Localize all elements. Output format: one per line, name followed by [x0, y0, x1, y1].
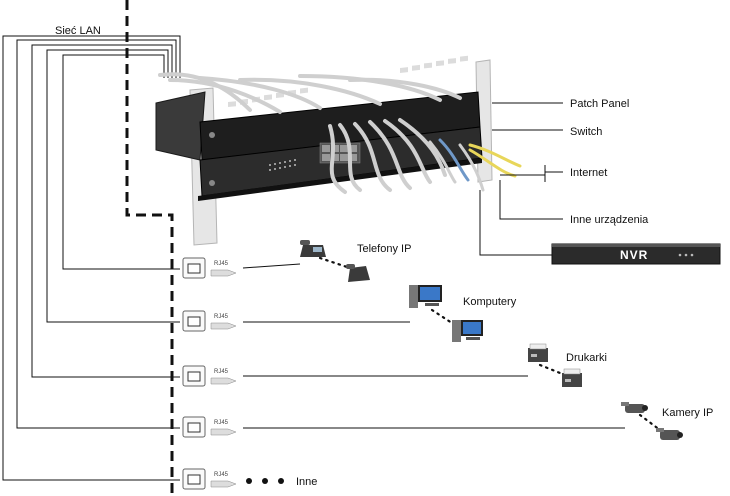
printer-icon [528, 343, 548, 362]
device-label-komputery: Komputery [463, 296, 517, 308]
computer-icon [452, 320, 483, 342]
other-devices-label: Inne urządzenia [570, 214, 649, 226]
rj45-label: RJ45 [214, 314, 229, 320]
device-lines [242, 263, 625, 429]
camera-dotted-link [638, 413, 662, 432]
rack-assembly [155, 55, 522, 246]
lan-label: Sieć LAN [55, 25, 101, 37]
rack-label-lines [479, 102, 563, 256]
nvr-label: NVR [620, 248, 648, 262]
switch-bottom-edge [198, 158, 482, 201]
printer-dotted-link [538, 363, 567, 377]
nvr-device: NVR [551, 243, 721, 265]
switch-screw-icon [209, 180, 215, 186]
rj45-socket: RJ45 [182, 257, 237, 279]
rj45-label: RJ45 [214, 369, 229, 375]
rj45-label: RJ45 [214, 472, 229, 478]
rack-box-side [155, 91, 206, 161]
patch-cables [158, 72, 462, 194]
switch-label: Switch [570, 126, 602, 138]
rj45-socket: RJ45 [182, 416, 237, 438]
device-label-telefony: Telefony IP [357, 243, 411, 255]
rj45-socket: RJ45 [182, 310, 237, 332]
rj45-socket: RJ45 [182, 365, 237, 387]
patch-panel-label: Patch Panel [570, 98, 629, 110]
device-label-drukarki: Drukarki [566, 352, 607, 364]
switch-ports [319, 142, 361, 164]
ip-camera-icon [656, 428, 683, 440]
printer-icon [562, 368, 582, 387]
wall-dashed-line [125, 0, 174, 496]
ip-camera-icon [621, 402, 648, 413]
computer-icon [409, 285, 442, 308]
computer-dotted-link [430, 308, 457, 327]
uplink-cables [428, 138, 522, 192]
rj45-plug-icon [210, 269, 237, 277]
phone-dotted-link [318, 256, 352, 270]
rj45-plug-icon [210, 322, 237, 330]
rj45-label: RJ45 [214, 420, 229, 426]
rj45-plug-icon [210, 428, 237, 436]
rj45-socket: RJ45 [182, 468, 237, 490]
dots-icon [246, 478, 284, 484]
rj45-plug-icon [210, 377, 237, 385]
ip-phone-icon [300, 240, 326, 257]
device-label-inne: Inne [296, 476, 317, 488]
ip-phone-icon [346, 264, 370, 282]
lan-cable-bundle [2, 35, 181, 481]
switch-leds [269, 159, 296, 171]
internet-label: Internet [570, 167, 607, 179]
panel-screw-icon [209, 132, 215, 138]
device-label-kamery: Kamery IP [662, 407, 713, 419]
rj45-label: RJ45 [214, 261, 229, 267]
rj45-plug-icon [210, 480, 237, 488]
